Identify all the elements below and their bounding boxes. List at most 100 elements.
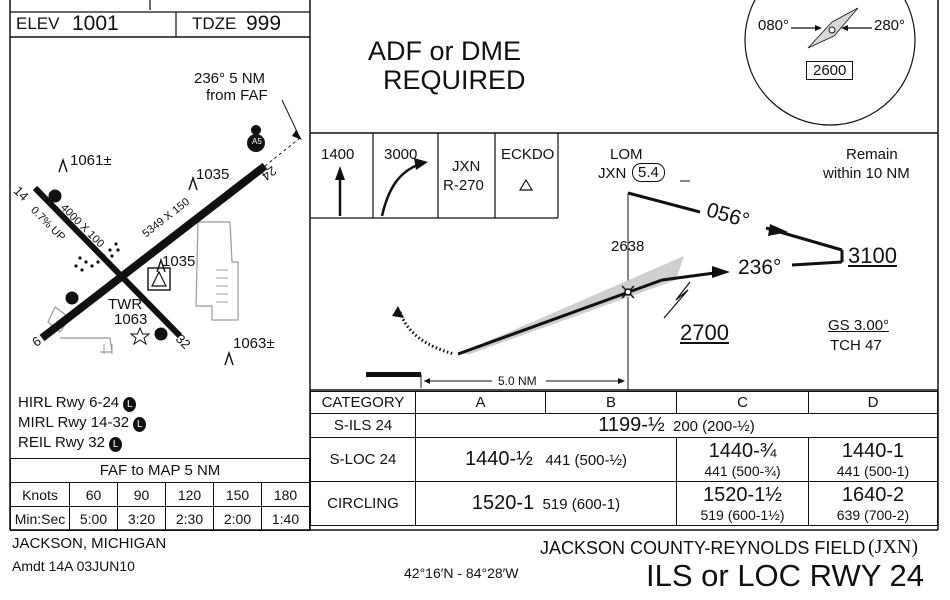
- distance-arrow-right: [618, 378, 625, 384]
- footer-city: JACKSON, MICHIGAN: [12, 535, 167, 552]
- inbound-arrowhead-icon: [712, 266, 730, 278]
- faf-table-knots-row: Knots 60 90 120 150 180: [10, 482, 310, 507]
- ma-fix-jxn: JXN: [452, 158, 481, 175]
- elevation-1061: 1061±: [70, 152, 112, 169]
- climb-arrowhead-icon: [335, 166, 345, 180]
- footer-airport-name: JACKSON COUNTY-REYNOLDS FIELD: [540, 538, 866, 558]
- footer-airport-id: (JXN): [868, 536, 918, 558]
- time-cell: 2:30: [165, 506, 214, 531]
- rwy-14-lighting-icon: [48, 189, 62, 203]
- extended-centerline: [264, 137, 301, 167]
- sloc-ab-sub: 441 (500-½): [545, 452, 628, 469]
- elevation-1063-tower: 1063: [114, 311, 148, 328]
- lighting-mirl: MIRL Rwy 14-32 L: [18, 414, 147, 432]
- faf-table-knots-label: Knots: [10, 482, 70, 507]
- tower-label: TWR: [108, 296, 143, 313]
- rwy-6-lighting-icon: [65, 291, 79, 305]
- msa-bearing-right: 280°: [874, 17, 906, 34]
- taxiway-outline: [60, 337, 113, 353]
- sils-sub: 200 (200-½): [672, 418, 755, 435]
- knots-cell: 150: [213, 482, 262, 507]
- tdze-value: 999: [246, 12, 282, 35]
- knots-cell: 60: [69, 482, 118, 507]
- sloc-d-main: 1440-1: [841, 440, 905, 462]
- rwy-32-lighting-icon: [154, 327, 168, 341]
- sloc-label: S-LOC 24: [310, 437, 416, 482]
- circ-ab-minimums: 1520-1 519 (600-1): [415, 481, 677, 526]
- elevation-1035-beacon: 1035: [162, 253, 196, 270]
- msa-arrowhead-right: [841, 25, 848, 31]
- faf-note-line1: 236° 5 NM: [194, 70, 266, 87]
- altitude-2638: 2638: [611, 238, 645, 255]
- circ-d-sub: 639 (700-2): [836, 507, 910, 523]
- knots-cell: 180: [261, 482, 310, 507]
- runway-6-24: [39, 162, 268, 342]
- circ-d-main: 1640-2: [841, 484, 905, 506]
- circ-c-sub: 519 (600-1½): [700, 507, 785, 523]
- ma-climb-1400: 1400: [321, 146, 355, 163]
- obstacle-dots: [74, 242, 120, 272]
- footer-procedure-title: ILS or LOC RWY 24: [646, 558, 924, 593]
- dme-distance-box: 5.4: [632, 163, 665, 182]
- msa-center-icon: [828, 26, 836, 34]
- tower-star-icon: [129, 326, 151, 346]
- obstacle-symbols: [58, 157, 234, 366]
- faf-table-title: FAF to MAP 5 NM: [10, 458, 310, 483]
- footer-coordinates: 42°16′N - 84°28′W: [404, 565, 519, 581]
- elev-label: ELEV: [16, 14, 60, 33]
- elevation-1063-obstacle: 1063±: [233, 335, 275, 352]
- adf-required-line2: REQUIRED: [383, 65, 526, 95]
- sloc-c-sub: 441 (500-¾): [704, 463, 781, 479]
- sloc-ab-main: 1440-½: [464, 448, 533, 470]
- knots-cell: 90: [117, 482, 166, 507]
- minimums-row-sils: S-ILS 24 1199-½ 200 (200-½): [310, 413, 938, 438]
- minimums-header-c: C: [676, 391, 809, 414]
- ma-fix-radial: R-270: [443, 177, 484, 194]
- remain-line1: Remain: [846, 146, 898, 163]
- ma-fix-eckdo: ECKDO: [501, 146, 555, 163]
- elev-value: 1001: [72, 12, 119, 35]
- outbound-segment: [627, 191, 701, 214]
- circling-label: CIRCLING: [310, 481, 416, 526]
- sloc-d-sub: 441 (500-1): [836, 463, 910, 479]
- circ-ab-sub: 519 (600-1): [542, 496, 621, 513]
- climb-turn-arrowhead-icon: [414, 158, 428, 170]
- a5-label: A5: [252, 137, 262, 146]
- altitude-3100: 3100: [848, 243, 897, 268]
- profile-distance: 5.0 NM: [498, 374, 537, 388]
- sils-minimums: 1199-½ 200 (200-½): [415, 413, 938, 438]
- sloc-ab-minimums: 1440-½ 441 (500-½): [415, 437, 677, 482]
- minimums-header-category: CATEGORY: [310, 391, 416, 414]
- circ-c-main: 1520-1½: [703, 484, 782, 506]
- a5-lighting-icon: [247, 134, 265, 152]
- lighting-reil-icon: L: [109, 437, 123, 452]
- climb-turn-arrow-icon: [380, 162, 421, 217]
- minimums-header-d: D: [808, 391, 938, 414]
- msa-altitude-box: 2600: [806, 61, 854, 80]
- sils-main: 1199-½: [598, 414, 665, 436]
- lighting-mirl-text: MIRL Rwy 14-32: [18, 414, 130, 431]
- lighting-hirl-icon: L: [123, 397, 137, 412]
- circ-ab-main: 1520-1: [471, 492, 535, 514]
- altitude-2700: 2700: [680, 320, 729, 345]
- tdze-label: TDZE: [192, 14, 237, 33]
- minimums-header-a: A: [415, 391, 546, 414]
- lighting-hirl-text: HIRL Rwy 6-24: [18, 394, 120, 411]
- lighting-reil: REIL Rwy 32 L: [18, 434, 123, 452]
- remain-line2: within 10 NM: [823, 165, 910, 182]
- missed-approach-arrowhead-icon: [392, 306, 404, 318]
- lom-jxn-label: JXN: [598, 165, 627, 182]
- minimums-table: CATEGORY A B C D S-ILS 24 1199-½ 200 (20…: [310, 391, 938, 526]
- faf-note-arrowhead: [292, 130, 302, 140]
- lom-fix-icon: [621, 285, 635, 299]
- inbound-segment-2: [791, 260, 843, 267]
- msa-arrowhead-left: [815, 25, 822, 31]
- missed-approach-path: [398, 311, 455, 356]
- intersection-triangle-icon: [518, 178, 534, 191]
- time-cell: 1:40: [261, 506, 310, 531]
